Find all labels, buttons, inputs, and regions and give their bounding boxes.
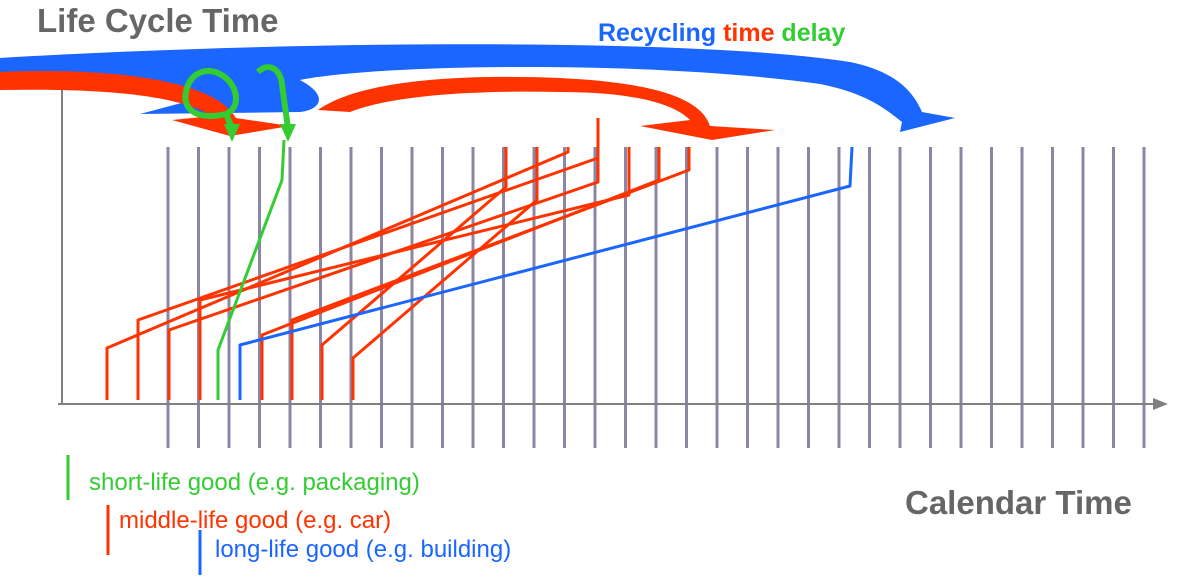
red-flow-middle bbox=[318, 76, 775, 140]
blue-recycling-flow bbox=[0, 44, 955, 132]
life-cycle-lines bbox=[105, 118, 854, 400]
red-flow-left bbox=[0, 71, 290, 136]
recycling-word: Recycling bbox=[598, 19, 717, 47]
middle-life-line bbox=[105, 147, 570, 400]
calendar-grid bbox=[166, 147, 1146, 448]
x-axis-arrowhead bbox=[1153, 398, 1168, 410]
time-word: time bbox=[723, 19, 775, 47]
green-arrowhead-right bbox=[280, 124, 296, 142]
middle-life-line bbox=[320, 147, 508, 400]
short-life-line bbox=[216, 139, 286, 400]
legend-marks bbox=[66, 455, 202, 575]
recycling-flows bbox=[0, 44, 955, 142]
green-loop-right bbox=[255, 64, 291, 129]
legend-long-life: long-life good (e.g. building) bbox=[215, 536, 512, 563]
long-life-line bbox=[238, 146, 854, 400]
middle-life-line bbox=[351, 147, 539, 400]
recycling-time-delay-title: Recycling time delay bbox=[598, 19, 845, 48]
green-loop-left bbox=[182, 68, 239, 119]
middle-life-line bbox=[198, 147, 631, 400]
middle-life-line bbox=[290, 147, 691, 400]
legend-short-life: short-life good (e.g. packaging) bbox=[89, 469, 420, 496]
delay-word: delay bbox=[781, 19, 846, 47]
middle-life-line bbox=[136, 118, 600, 400]
green-arrowhead-left bbox=[224, 124, 240, 142]
y-axis-title: Life Cycle Time bbox=[37, 2, 279, 39]
x-axis-title: Calendar Time bbox=[905, 484, 1132, 521]
legend-middle-life: middle-life good (e.g. car) bbox=[119, 507, 392, 534]
